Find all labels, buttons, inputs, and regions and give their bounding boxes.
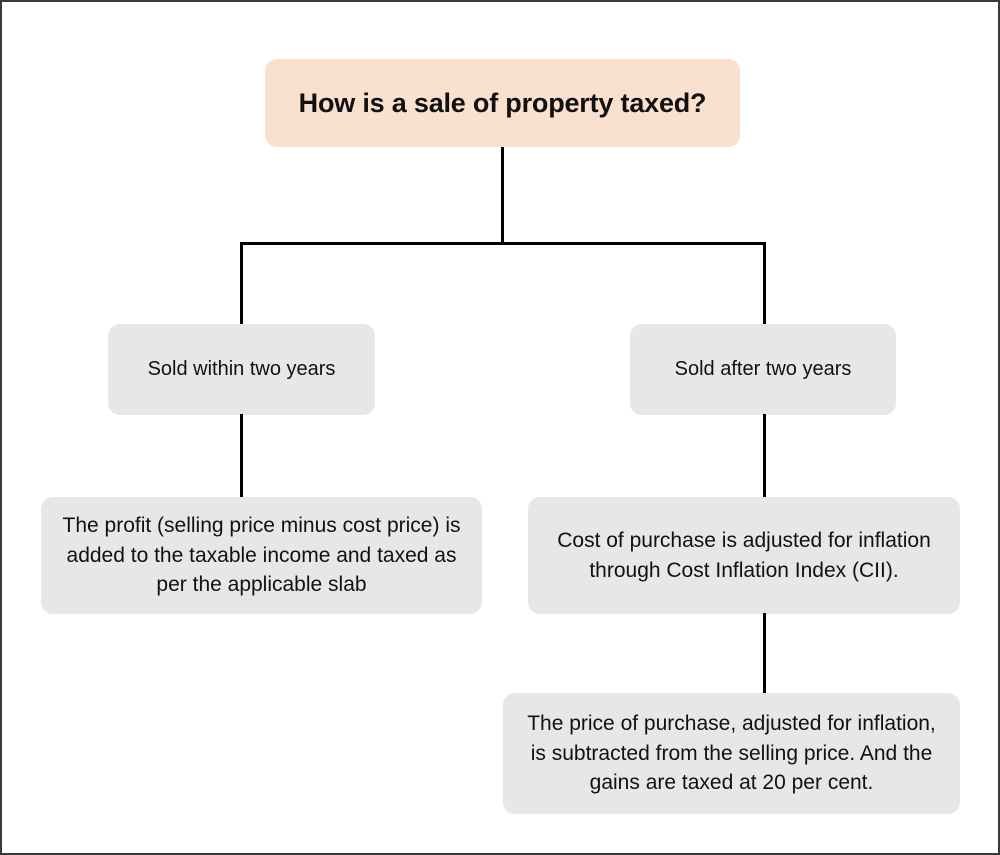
connector-leaf-right-1-to-leaf-right-2 [763,613,766,694]
leaf-right-2-label: The price of purchase, adjusted for infl… [527,711,936,795]
connector-branch-right-to-leaf-right-1 [763,414,766,498]
root-node-label: How is a sale of property taxed? [298,87,707,118]
branch-left-label: Sold within two years [147,358,336,380]
connector-bus-to-branch-left [240,242,243,325]
connector-branch-left-to-leaf-left [240,414,243,498]
connector-horizontal-bus [240,242,766,245]
leaf-node-gains-taxed-twenty-per-cent: The price of purchase, adjusted for infl… [503,693,960,814]
leaf-node-profit-added-to-taxable-income: The profit (selling price minus cost pri… [41,497,482,614]
connector-root-stem [501,147,504,244]
leaf-right-1-label: Cost of purchase is adjusted for inflati… [557,528,931,582]
branch-right-label: Sold after two years [674,358,852,380]
leaf-left-label: The profit (selling price minus cost pri… [62,513,461,597]
leaf-node-cost-inflation-index: Cost of purchase is adjusted for inflati… [528,497,960,614]
connector-bus-to-branch-right [763,242,766,325]
branch-node-sold-after-two-years: Sold after two years [630,324,896,415]
root-node-property-tax-question: How is a sale of property taxed? [265,59,740,147]
branch-node-sold-within-two-years: Sold within two years [108,324,375,415]
